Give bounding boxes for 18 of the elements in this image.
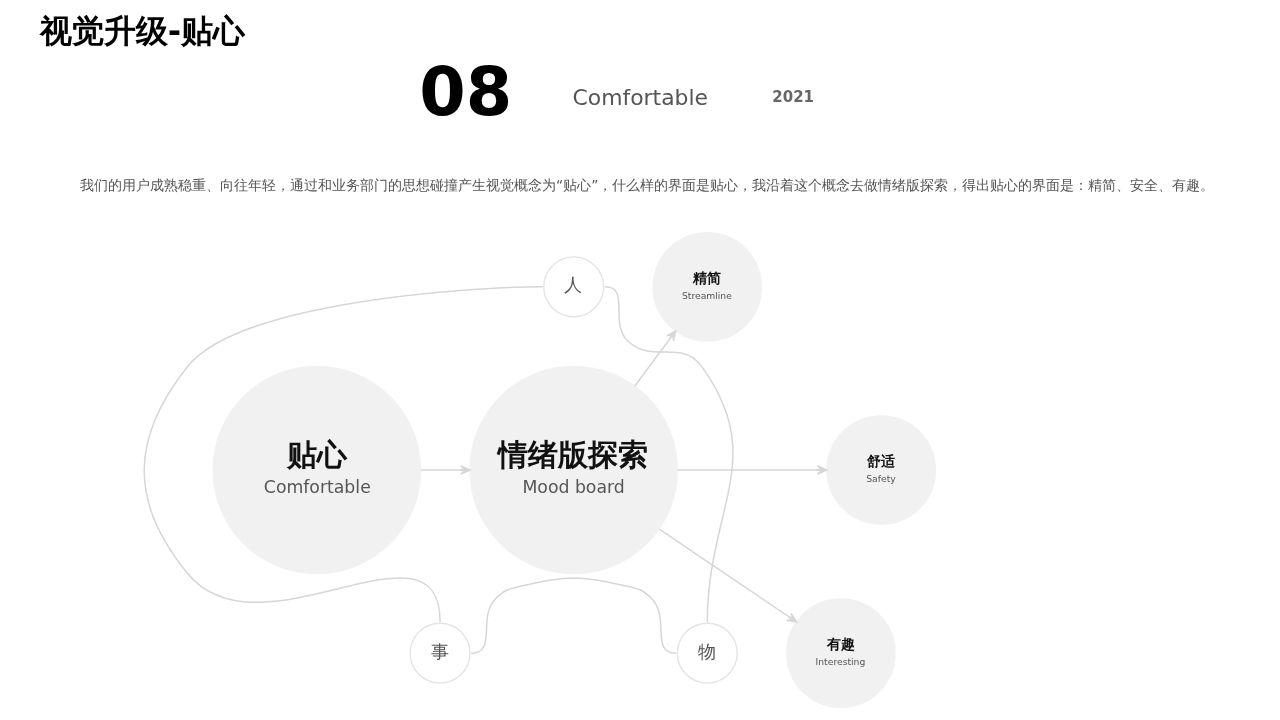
node-circle: 物 xyxy=(676,622,738,684)
connector xyxy=(469,577,677,654)
label: 我们的用户成熟稳重、向往年轻，通过和业务部门的思想碰撞产生视觉概念为“贴心”，什么样的界面是贴心，我沿着这个概念去做情绪版探索，得出贴心的界面是：精简、安全、有趣。 xyxy=(79,177,1214,194)
connector xyxy=(603,286,734,623)
label: Comfortable xyxy=(572,84,708,110)
label: 2021 xyxy=(771,87,814,106)
node-circle: 贴心 Comfortable xyxy=(212,365,421,575)
node-circle: 人 xyxy=(542,256,604,318)
diagram-title: 视觉升级-贴心 xyxy=(39,11,245,50)
arrow xyxy=(658,528,797,623)
arrow xyxy=(633,330,676,387)
arrow xyxy=(419,465,471,475)
label: 08 xyxy=(418,52,512,131)
node-circle: 舒适 Safety xyxy=(825,415,936,525)
connector xyxy=(142,286,543,623)
node-circle: 事 xyxy=(408,622,471,684)
node-circle: 情绪版探索 Mood board xyxy=(468,365,678,575)
arrow xyxy=(676,465,827,475)
